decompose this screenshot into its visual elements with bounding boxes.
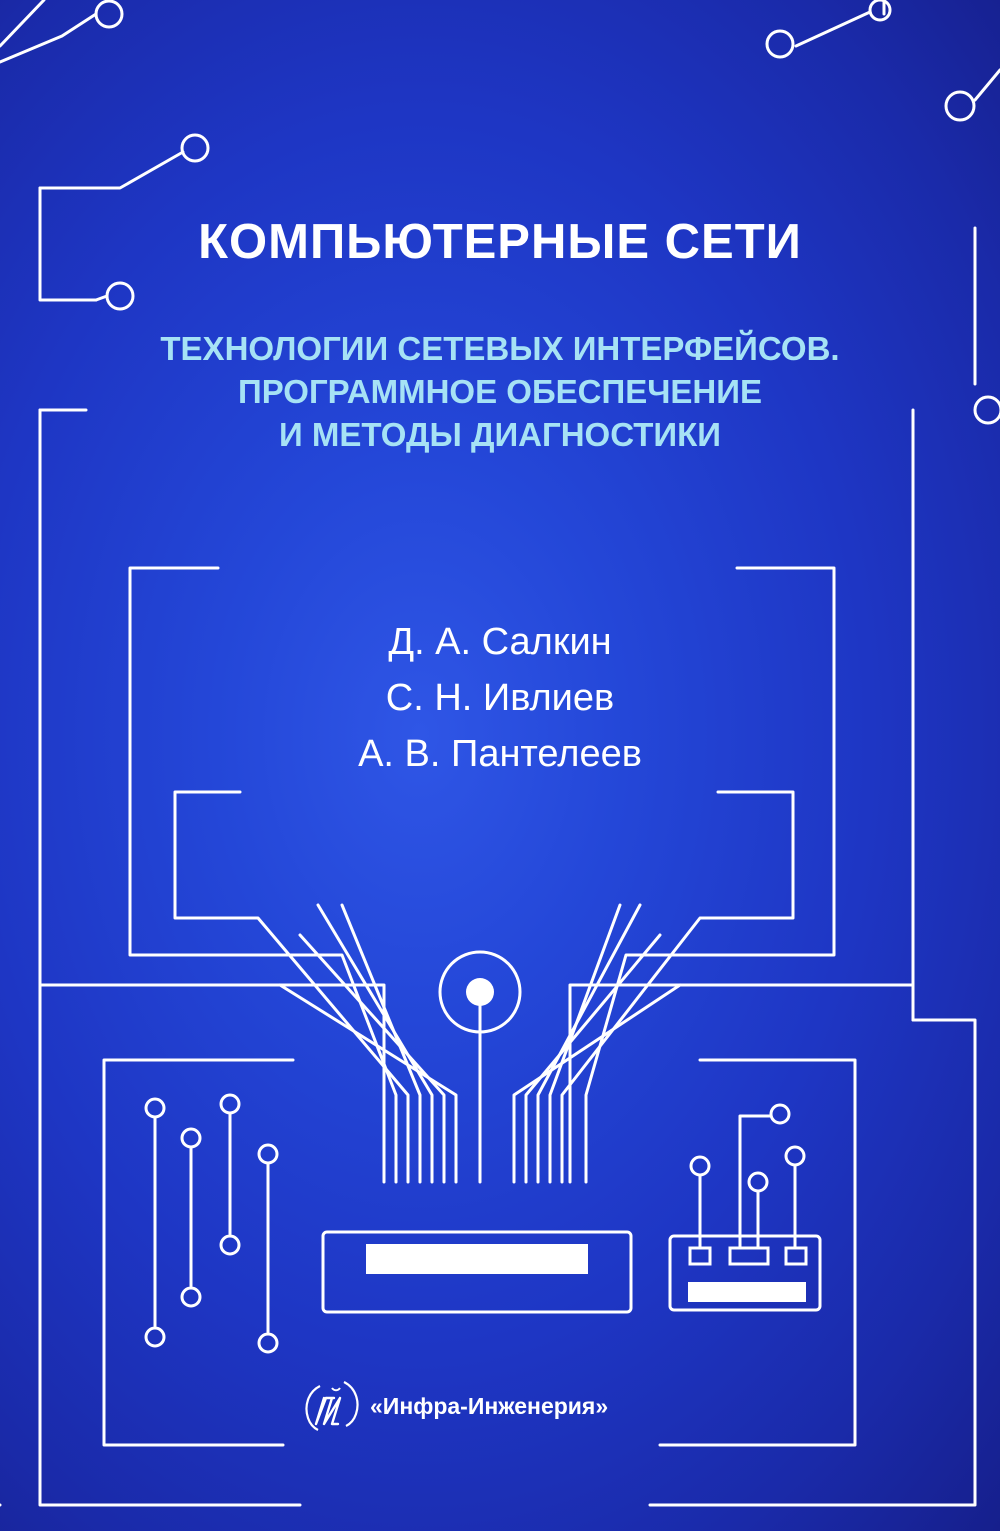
- author-name: Д. А. Салкин: [388, 621, 612, 663]
- publisher-name: «Инфра-Инженерия»: [370, 1392, 609, 1419]
- subtitle-line: ТЕХНОЛОГИИ СЕТЕВЫХ ИНТЕРФЕЙСОВ.: [160, 330, 840, 367]
- publisher-imprint: «Инфра-Инженерия»: [302, 1380, 608, 1432]
- publisher-logo-icon: [305, 1381, 359, 1431]
- subtitle-line: ПРОГРАММНОЕ ОБЕСПЕЧЕНИЕ: [238, 373, 762, 410]
- book-subtitle: ТЕХНОЛОГИИ СЕТЕВЫХ ИНТЕРФЕЙСОВ. ПРОГРАММ…: [0, 327, 1000, 456]
- subtitle-line: И МЕТОДЫ ДИАГНОСТИКИ: [279, 416, 721, 453]
- author-name: С. Н. Ивлиев: [385, 677, 615, 719]
- author-name: А. В. Пантелеев: [358, 733, 642, 775]
- author-list: Д. А. Салкин С. Н. Ивлиев А. В. Пантелее…: [0, 614, 1000, 782]
- book-title: КОМПЬЮТЕРНЫЕ СЕТИ: [198, 215, 802, 269]
